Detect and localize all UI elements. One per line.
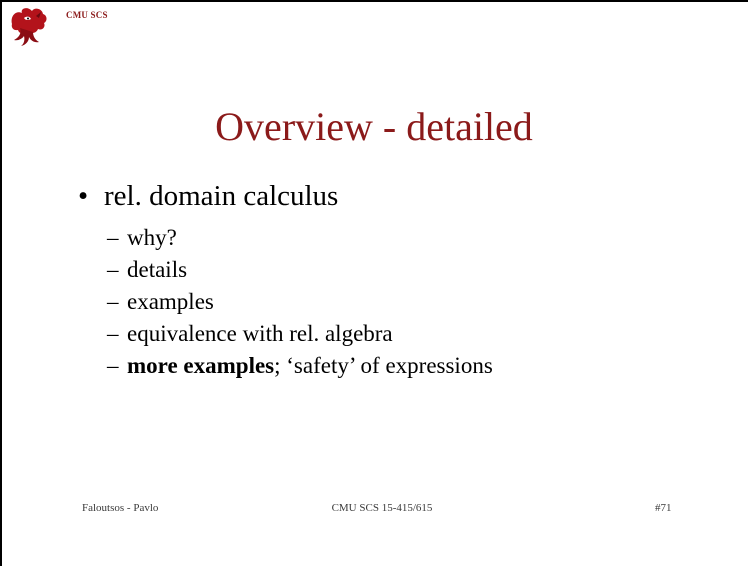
slide-frame-top [0, 0, 748, 2]
bullet-item: • rel. domain calculus [78, 178, 338, 214]
sub-bullet-text: examples [127, 289, 214, 314]
slide-frame-left [0, 0, 2, 566]
sub-bullet-mark: – [107, 353, 119, 378]
footer-authors: Faloutsos - Pavlo [82, 502, 159, 514]
header-label: CMU SCS [66, 10, 108, 20]
sub-bullet-item: – more examples; ‘safety’ of expressions [107, 350, 493, 382]
sub-bullet-text: details [127, 257, 188, 282]
sub-bullet-item: – why? [107, 222, 493, 254]
sub-bullet-bold-text: more examples [127, 353, 275, 378]
sub-bullet-item: – equivalence with rel. algebra [107, 318, 493, 350]
sub-bullet-list: – why? – details – examples – equivalenc… [107, 222, 493, 382]
sub-bullet-item: – details [107, 254, 493, 286]
sub-bullet-text: equivalence with rel. algebra [127, 321, 393, 346]
sub-bullet-text: why? [127, 225, 177, 250]
sub-bullet-mark: – [107, 289, 119, 314]
griffin-logo-icon [11, 8, 47, 46]
footer-course: CMU SCS 15-415/615 [331, 502, 433, 514]
sub-bullet-item: – examples [107, 286, 493, 318]
sub-bullet-mark: – [107, 257, 119, 282]
slide-title: Overview - detailed [215, 104, 533, 149]
sub-bullet-mark: – [107, 225, 119, 250]
sub-bullet-text: more examples; ‘safety’ of expressions [127, 350, 493, 382]
sub-bullet-mark: – [107, 321, 119, 346]
bullet-text: rel. domain calculus [104, 180, 339, 212]
bullet-list: • rel. domain calculus – why? – details … [78, 178, 493, 378]
bullet-mark: • [78, 180, 89, 212]
footer-slide-number: #71 [655, 502, 672, 514]
sub-bullet-rest-text: ; ‘safety’ of expressions [274, 353, 493, 378]
